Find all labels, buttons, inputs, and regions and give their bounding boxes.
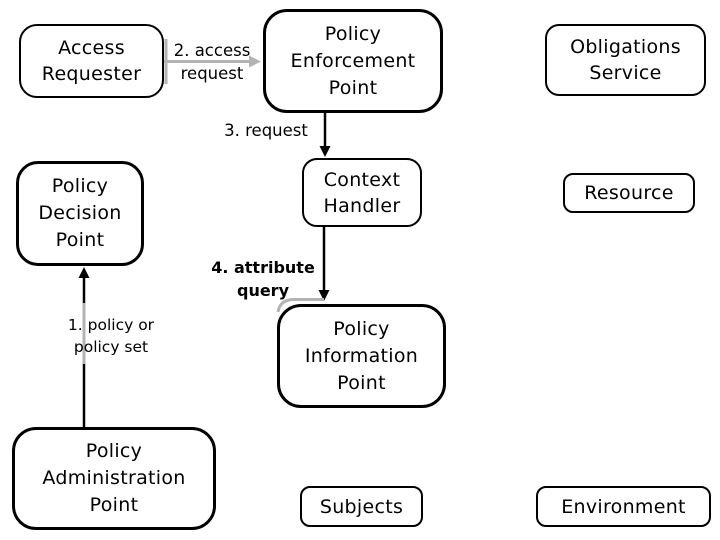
node-label: Policy [333,317,390,340]
node-label: Enforcement [290,49,416,72]
node-label: Context [323,168,401,191]
node-context-handler: Context Handler [302,158,422,227]
node-label: Service [589,62,662,84]
node-label: Policy [85,440,143,462]
node-resource: Resource [563,173,695,213]
node-label: Point [55,229,105,251]
node-policy-administration-point: Policy Administration Point [12,427,216,530]
node-label: Resource [584,182,674,204]
node-label: Environment [561,495,686,518]
edge-label-attribute-query: 4. attribute query [211,258,315,300]
node-subjects: Subjects [300,486,423,527]
edge-label-request: 3. request [224,121,308,140]
node-label: Subjects [319,495,404,518]
node-label: Decision [38,202,122,224]
edge-label-access-request: 2. access request [173,41,251,83]
node-policy-decision-point: Policy Decision Point [16,161,144,266]
edge-request [319,113,331,157]
node-label: Handler [323,194,401,217]
edge-label-policy-or-policy-set: 1. policy or policy set [67,316,155,356]
node-label: Policy [51,175,109,197]
node-policy-enforcement-point: Policy Enforcement Point [263,9,443,113]
node-label: Point [89,494,139,516]
node-label: Information [304,344,419,367]
node-environment: Environment [536,486,711,527]
node-label: Policy [324,22,382,45]
node-policy-information-point: Policy Information Point [277,304,446,408]
node-label: Point [337,371,386,394]
node-label: Administration [42,467,186,489]
arrowhead-down-icon [318,290,330,301]
node-label: Access [58,37,125,59]
node-access-requester: Access Requester [19,24,164,98]
arrowhead-up-icon [78,267,90,278]
node-label: Requester [41,63,142,85]
node-label: Obligations [570,36,681,58]
arrowhead-down-icon [319,146,331,157]
node-obligations-service: Obligations Service [545,24,706,96]
node-label: Point [328,76,378,99]
